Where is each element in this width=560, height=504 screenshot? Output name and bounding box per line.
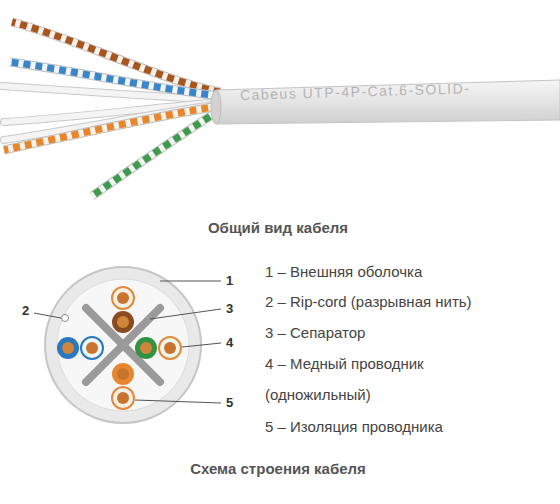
leader-line xyxy=(150,309,221,319)
wire-outline xyxy=(92,110,220,196)
copper-conductor xyxy=(164,342,176,354)
jacket-end xyxy=(211,90,221,124)
callout-number: 2 xyxy=(22,303,29,319)
twisted-pairs xyxy=(4,22,220,196)
wire-white xyxy=(92,110,220,196)
callout-number: 5 xyxy=(226,395,233,411)
conductor-insulation xyxy=(112,287,134,309)
leader-line xyxy=(182,343,221,347)
wire-blue xyxy=(10,62,220,96)
conductor-insulation xyxy=(112,311,134,333)
conductor-insulation xyxy=(112,363,134,385)
callout-number: 1 xyxy=(226,273,233,289)
separator xyxy=(86,308,160,382)
leader-line xyxy=(135,400,221,403)
leader-line xyxy=(160,281,221,282)
conductor-insulation xyxy=(159,337,181,359)
caption: Схема строения кабеля xyxy=(190,459,366,479)
wire-outline xyxy=(10,62,220,96)
part-name: 3 – Сепаратор xyxy=(265,317,365,348)
conductor-insulation xyxy=(135,337,157,359)
callout-number: 3 xyxy=(226,301,233,317)
rip-cord xyxy=(62,315,69,322)
part-name: 5 – Изоляция проводника xyxy=(265,411,443,442)
jacket-inner xyxy=(57,279,189,411)
leader-line xyxy=(34,313,61,318)
copper-conductor xyxy=(86,342,98,354)
part-name: 2 – Rip-cord (разрывная нить) xyxy=(265,286,472,317)
copper-conductor xyxy=(117,292,129,304)
copper-conductor xyxy=(117,316,129,328)
caption: Общий вид кабеля xyxy=(208,218,348,238)
copper-conductor xyxy=(117,368,129,380)
conductor-insulation xyxy=(112,387,134,409)
copper-conductor xyxy=(62,342,74,354)
part-name: 1 – Внешняя оболочка xyxy=(265,256,422,287)
cable-jacket xyxy=(216,80,560,124)
copper-conductor xyxy=(140,342,152,354)
copper-conductor xyxy=(117,392,129,404)
callout-number: 4 xyxy=(226,335,233,351)
separator xyxy=(86,308,160,382)
outer-jacket xyxy=(45,267,201,423)
conductor-insulation xyxy=(57,337,79,359)
conductor-insulation xyxy=(81,337,103,359)
wire-green xyxy=(92,110,220,196)
leader-lines xyxy=(34,281,221,403)
cross-section xyxy=(45,267,201,423)
cable-marking: Cabeus UTP-4P-Cat.6-SOLID- xyxy=(240,79,471,104)
wire-white xyxy=(10,62,220,96)
part-name: 4 – Медный проводник (одножильный) xyxy=(265,348,465,410)
